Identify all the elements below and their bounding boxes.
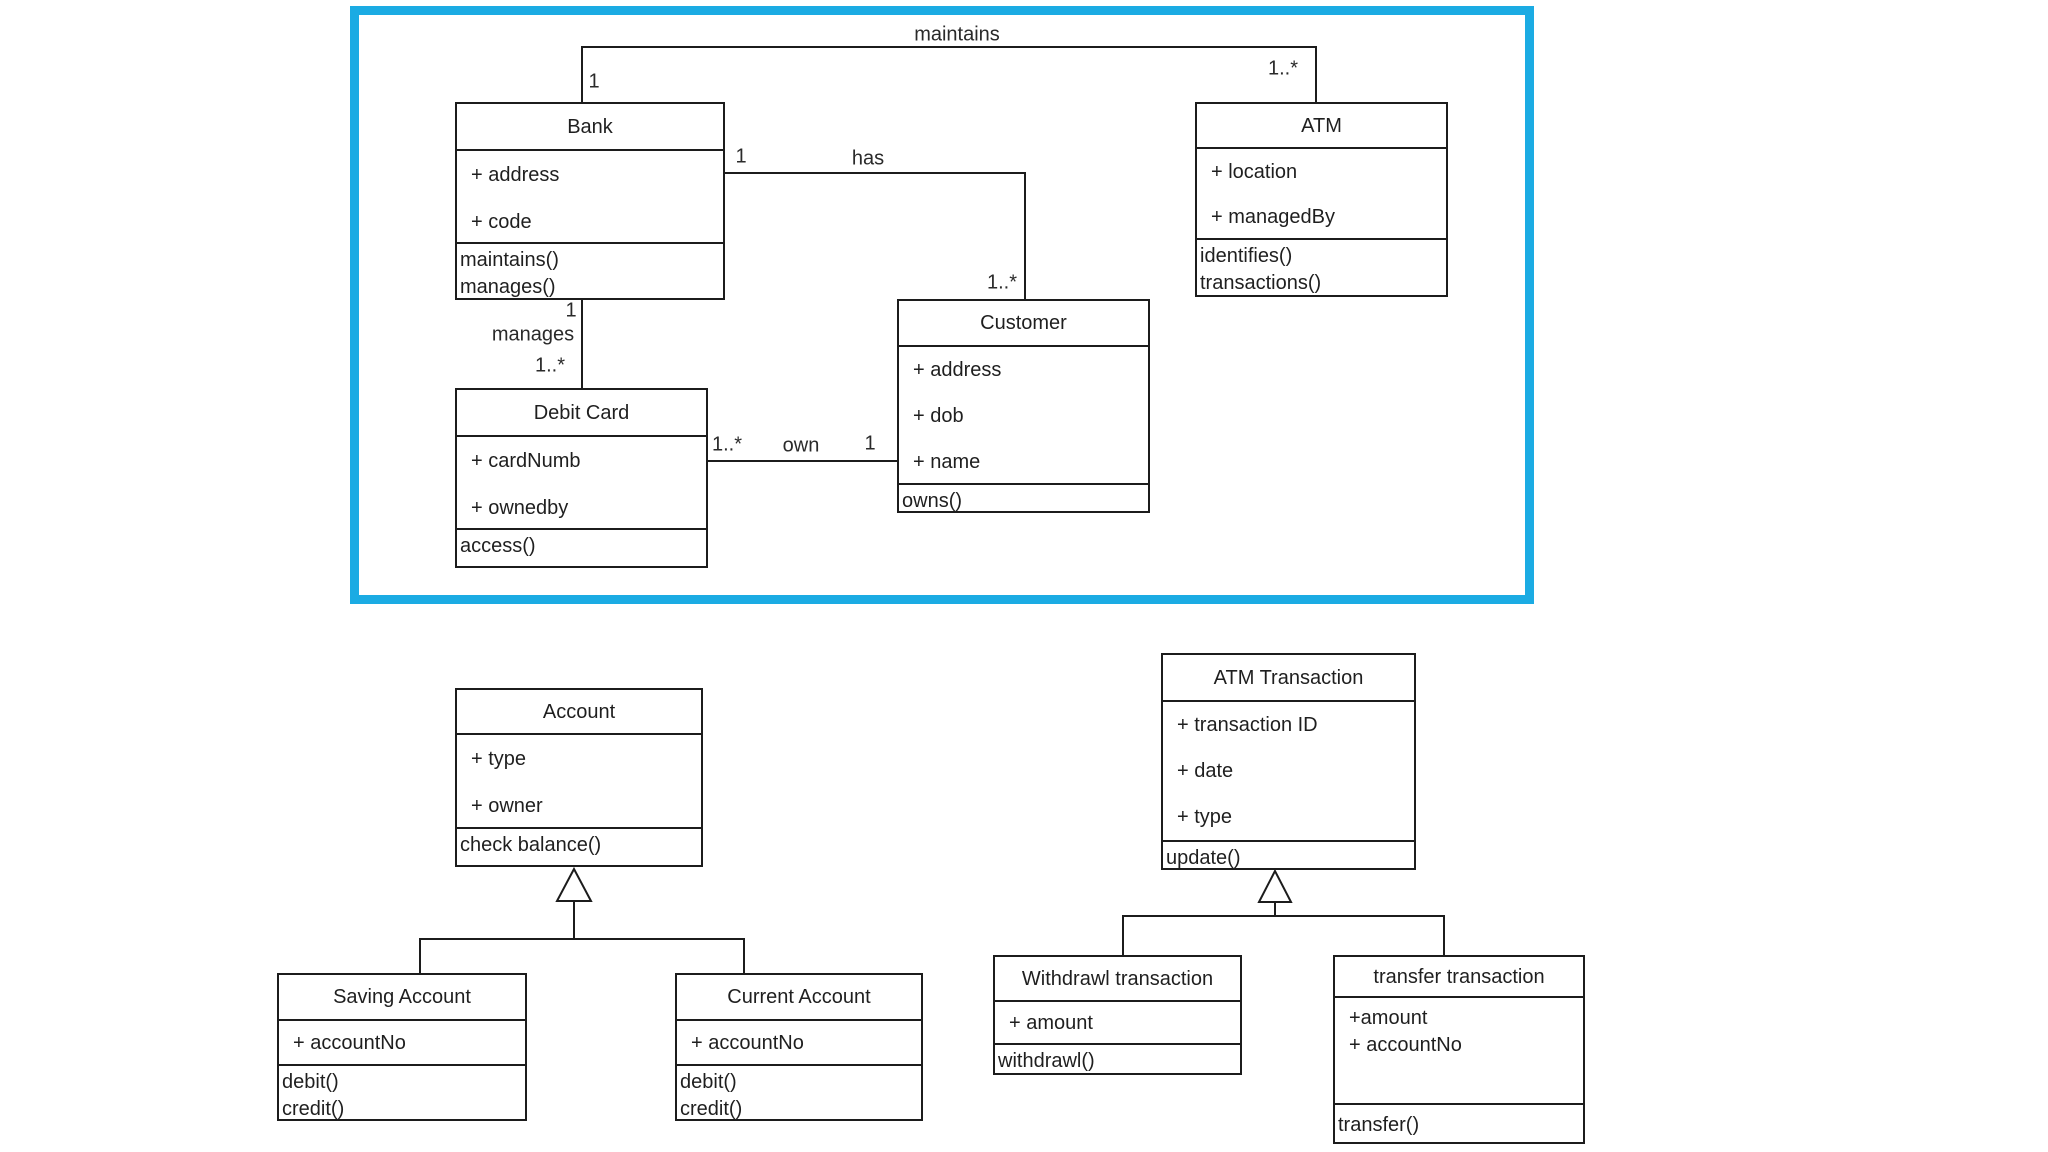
class-attribute: + amount [1009, 1011, 1093, 1034]
class-attribute: + transaction ID [1177, 714, 1318, 736]
class-title: Saving Account [333, 986, 471, 1008]
class-operation: credit() [282, 1097, 345, 1120]
class-atm[interactable]: ATM + location + managedBy identifies() … [1195, 102, 1448, 297]
association-line-has[interactable] [725, 172, 1026, 299]
class-attribute: + address [913, 359, 1002, 381]
attributes-section: + type + owner [457, 733, 701, 827]
class-operation: manages() [460, 275, 556, 298]
class-operation: owns() [902, 489, 963, 512]
class-attribute: + ownedby [471, 496, 569, 519]
class-attribute: + managedBy [1211, 205, 1335, 228]
class-title: transfer transaction [1373, 965, 1545, 988]
class-operation: transactions() [1200, 271, 1322, 294]
multiplicity-own-customer: 1 [864, 432, 876, 455]
multiplicity-manages-bank: 1 [565, 299, 577, 322]
class-operation: debit() [282, 1070, 339, 1093]
class-title: Bank [567, 115, 613, 138]
operations-section: owns() [899, 483, 1148, 514]
class-attribute: + code [471, 210, 532, 233]
operations-section: debit() credit() [279, 1064, 525, 1122]
operations-section: withdrawl() [995, 1043, 1240, 1074]
generalization-arrow-atm-transaction [1257, 868, 1293, 903]
class-title: ATM Transaction [1213, 666, 1364, 689]
multiplicity-has-bank: 1 [735, 145, 747, 168]
attributes-section: + amount [995, 1000, 1240, 1043]
class-attribute: + type [1177, 806, 1233, 828]
operations-section: access() [457, 528, 706, 559]
attributes-section: +amount + accountNo [1335, 996, 1583, 1103]
operations-section: maintains() manages() [457, 242, 723, 300]
class-title: ATM [1301, 114, 1342, 137]
operations-section: identifies() transactions() [1197, 238, 1446, 296]
class-attribute: + type [471, 747, 527, 770]
multiplicity-has-customer: 1..* [986, 271, 1018, 294]
class-operation: access() [460, 534, 536, 557]
class-title: Withdrawl transaction [1021, 967, 1214, 990]
class-attribute: + name [913, 451, 981, 473]
generalization-arrow-account [555, 866, 593, 902]
class-title: Current Account [727, 986, 871, 1008]
class-account[interactable]: Account + type + owner check balance() [455, 688, 703, 867]
operations-section: check balance() [457, 827, 701, 858]
class-operation: transfer() [1338, 1113, 1420, 1136]
class-operation: debit() [680, 1070, 737, 1093]
class-operation: update() [1166, 846, 1241, 869]
class-operation: credit() [680, 1097, 743, 1120]
attributes-section: + accountNo [677, 1019, 921, 1064]
class-transfer-transaction[interactable]: transfer transaction +amount + accountNo… [1333, 955, 1585, 1144]
association-label-manages[interactable]: manages [491, 323, 575, 346]
class-debit-card[interactable]: Debit Card + cardNumb + ownedby access() [455, 388, 708, 568]
attributes-section: + cardNumb + ownedby [457, 435, 706, 528]
association-label-maintains[interactable]: maintains [914, 23, 1000, 46]
class-saving-account[interactable]: Saving Account + accountNo debit() credi… [277, 973, 527, 1121]
attributes-section: + transaction ID + date + type [1163, 700, 1414, 840]
class-attribute: + accountNo [691, 1031, 804, 1054]
class-title: Account [542, 700, 616, 723]
class-title: Debit Card [533, 401, 630, 424]
multiplicity-own-debit-card: 1..* [711, 433, 743, 456]
class-attribute: + location [1211, 160, 1298, 183]
attributes-section: + location + managedBy [1197, 147, 1446, 238]
selection-frame[interactable] [350, 6, 1534, 604]
class-title: Customer [980, 312, 1067, 334]
attributes-section: + address + dob + name [899, 345, 1148, 483]
generalization-line-atm-transaction[interactable] [1122, 902, 1445, 955]
operations-section: transfer() [1335, 1103, 1583, 1138]
class-attribute: + accountNo [293, 1031, 406, 1054]
class-operation: withdrawl() [998, 1049, 1095, 1072]
class-withdrawl-transaction[interactable]: Withdrawl transaction + amount withdrawl… [993, 955, 1242, 1075]
multiplicity-manages-debit-card: 1..* [534, 354, 566, 377]
generalization-line-account[interactable] [419, 901, 745, 973]
class-attribute: + address [471, 163, 560, 186]
class-attribute: + accountNo [1349, 1033, 1462, 1056]
class-bank[interactable]: Bank + address + code maintains() manage… [455, 102, 725, 300]
class-atm-transaction[interactable]: ATM Transaction + transaction ID + date … [1161, 653, 1416, 870]
association-label-own[interactable]: own [782, 434, 820, 457]
class-current-account[interactable]: Current Account + accountNo debit() cred… [675, 973, 923, 1121]
multiplicity-maintains-atm: 1..* [1267, 57, 1299, 80]
class-attribute: + dob [913, 405, 964, 427]
class-attribute: +amount [1349, 1006, 1428, 1029]
multiplicity-maintains-bank: 1 [588, 70, 600, 93]
attributes-section: + accountNo [279, 1019, 525, 1064]
association-label-has[interactable]: has [851, 147, 885, 170]
attributes-section: + address + code [457, 149, 723, 242]
class-attribute: + owner [471, 794, 543, 817]
operations-section: update() [1163, 840, 1414, 871]
class-attribute: + cardNumb [471, 449, 581, 472]
operations-section: debit() credit() [677, 1064, 921, 1122]
class-operation: maintains() [460, 248, 559, 271]
class-operation: identifies() [1200, 244, 1293, 267]
class-attribute: + date [1177, 760, 1234, 782]
association-line-maintains[interactable] [581, 46, 1317, 102]
class-operation: check balance() [460, 833, 602, 856]
class-customer[interactable]: Customer + address + dob + name owns() [897, 299, 1150, 513]
